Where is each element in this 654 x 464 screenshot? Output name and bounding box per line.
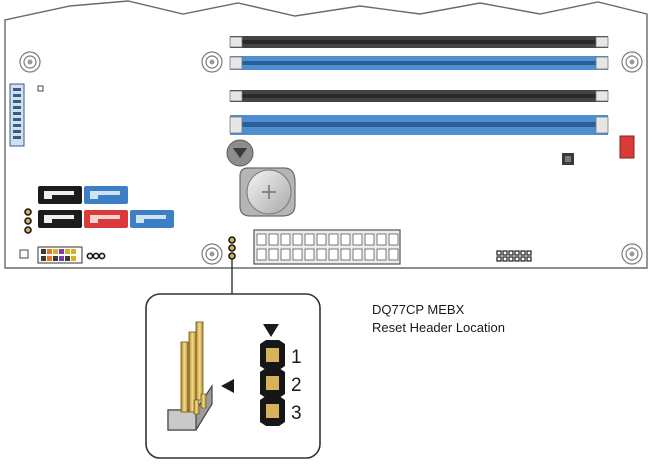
sata-port-icon [130, 210, 174, 228]
mounting-hole-icon [621, 51, 643, 73]
pin-label-2: 2 [291, 375, 302, 396]
front-panel-header [19, 246, 106, 264]
pin-label-3: 3 [291, 403, 302, 424]
pin-label-1: 1 [291, 347, 302, 368]
jumper-pin-icon [167, 321, 213, 431]
dimm-slot-3 [229, 90, 609, 102]
chip [562, 153, 574, 165]
jumper-block [24, 208, 32, 234]
sata-port-icon [84, 210, 128, 228]
dimm-slot-1 [229, 36, 609, 48]
buzzer-icon [226, 139, 254, 167]
arrow-down-icon [263, 324, 279, 337]
caption-header-location: Reset Header Location [372, 320, 505, 335]
reset-header-pins [260, 340, 285, 426]
sata-port-icon [38, 186, 82, 204]
pin-header-small [496, 250, 532, 262]
atx-power-connector-icon [253, 229, 401, 265]
dimm-slot-2 [229, 56, 609, 70]
cmos-battery-icon [239, 167, 296, 217]
dimm-slot-4 [229, 115, 609, 135]
arrow-left-icon [221, 379, 234, 393]
reset-header-onboard [228, 236, 236, 260]
mounting-hole-icon [621, 243, 643, 265]
mounting-hole-icon [19, 51, 41, 73]
rear-io-connector [9, 83, 44, 147]
front-panel-connector [619, 135, 635, 159]
sata-port-icon [38, 210, 82, 228]
sata-port-icon [84, 186, 128, 204]
mounting-hole-icon [201, 243, 223, 265]
caption-board-model: DQ77CP MEBX [372, 302, 465, 317]
mounting-hole-icon [201, 51, 223, 73]
